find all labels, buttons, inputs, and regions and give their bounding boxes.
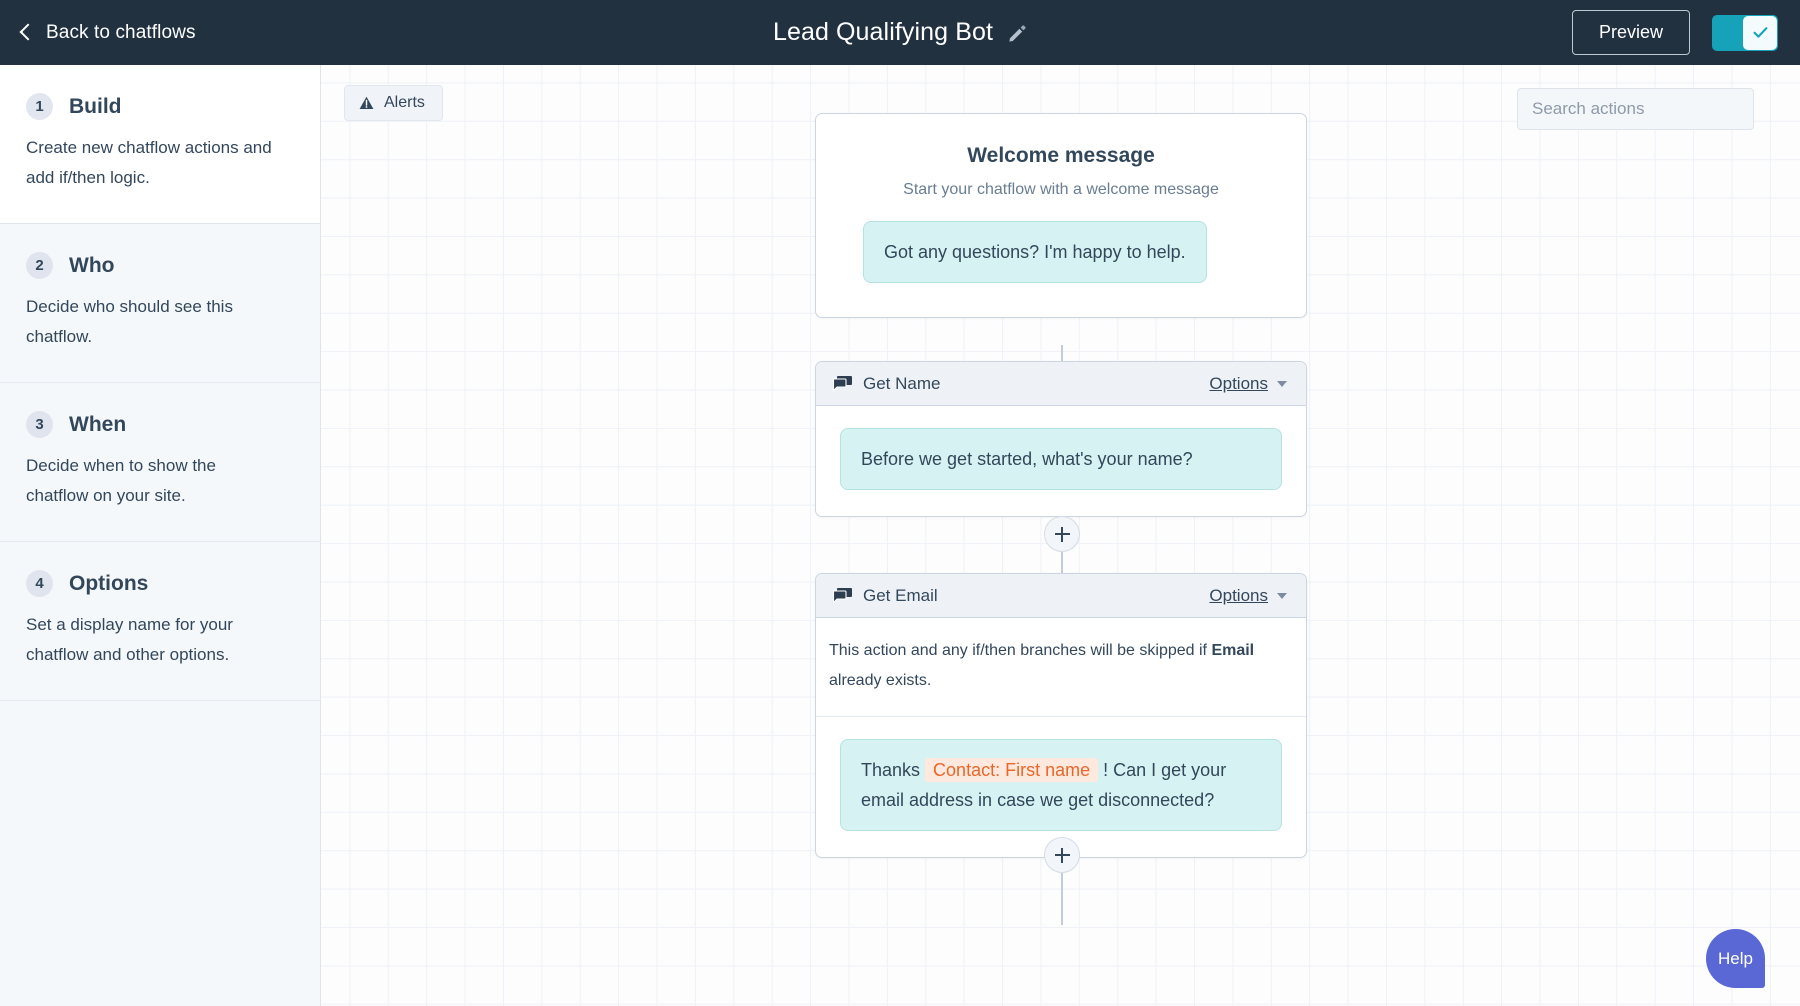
sidebar-item-when[interactable]: 3 When Decide when to show the chatflow …	[0, 383, 320, 542]
step-title: Options	[69, 571, 149, 595]
skip-note-property: Email	[1211, 642, 1255, 659]
step-description: Set a display name for your chatflow and…	[26, 615, 233, 664]
bubble-text-pre: Thanks	[861, 760, 921, 780]
get-email-options-dropdown[interactable]: Options	[1209, 586, 1287, 606]
skip-note-post: already exists.	[829, 672, 932, 689]
step-header: 2 Who	[26, 252, 286, 279]
bubble-text-post: ! Can I get your email address in case w…	[861, 760, 1227, 810]
toggle-knob	[1743, 15, 1777, 50]
options-label: Options	[1209, 373, 1268, 393]
top-bar-actions: Preview	[1571, 10, 1778, 55]
chat-bubbles-icon	[833, 587, 852, 604]
step-number-badge: 2	[26, 252, 53, 279]
step-header: 4 Options	[26, 570, 286, 597]
sidebar-item-options[interactable]: 4 Options Set a display name for your ch…	[0, 542, 320, 701]
welcome-card-subtitle: Start your chatflow with a welcome messa…	[903, 181, 1219, 198]
chat-bubbles-icon	[833, 375, 852, 392]
get-email-card-title: Get Email	[863, 585, 938, 605]
get-name-message-bubble[interactable]: Before we get started, what's your name?	[840, 428, 1282, 490]
get-name-card-header: Get Name Options	[816, 362, 1306, 406]
step-header: 3 When	[26, 411, 286, 438]
step-number-badge: 4	[26, 570, 53, 597]
get-email-card-header: Get Email Options	[816, 574, 1306, 618]
sidebar-item-build[interactable]: 1 Build Create new chatflow actions and …	[0, 65, 320, 224]
get-email-message-bubble[interactable]: Thanks Contact: First name ! Can I get y…	[840, 739, 1282, 831]
card-header-left: Get Name	[833, 374, 940, 394]
get-email-card[interactable]: Get Email Options This action and any if…	[815, 573, 1307, 858]
help-button[interactable]: Help	[1706, 929, 1765, 988]
chevron-left-icon	[19, 23, 37, 41]
step-description: Create new chatflow actions and add if/t…	[26, 138, 272, 187]
title-container: Lead Qualifying Bot	[0, 18, 1800, 47]
warning-triangle-icon	[359, 96, 374, 109]
step-title: Build	[69, 94, 122, 118]
add-action-button-2[interactable]	[1044, 837, 1080, 873]
card-header-left: Get Email	[833, 586, 938, 606]
step-number-badge: 1	[26, 93, 53, 120]
steps-sidebar: 1 Build Create new chatflow actions and …	[0, 65, 321, 1006]
sidebar-item-who[interactable]: 2 Who Decide who should see this chatflo…	[0, 224, 320, 383]
step-number-badge: 3	[26, 411, 53, 438]
check-icon	[1752, 27, 1767, 38]
pencil-edit-icon[interactable]	[1007, 23, 1027, 43]
welcome-message-bubble[interactable]: Got any questions? I'm happy to help.	[863, 221, 1207, 283]
personalization-token[interactable]: Contact: First name	[925, 758, 1099, 782]
top-bar: Back to chatflows Lead Qualifying Bot Pr…	[0, 0, 1800, 65]
get-name-card[interactable]: Get Name Options Before we get started, …	[815, 361, 1307, 517]
get-name-options-dropdown[interactable]: Options	[1209, 374, 1287, 394]
back-to-chatflows-link[interactable]: Back to chatflows	[19, 21, 196, 44]
get-name-card-title: Get Name	[863, 373, 941, 393]
skip-note-pre: This action and any if/then branches wil…	[829, 642, 1212, 659]
alerts-label: Alerts	[384, 94, 425, 111]
chevron-down-icon	[1277, 380, 1287, 387]
step-header: 1 Build	[26, 93, 286, 120]
connector-plus-bottom	[1061, 865, 1063, 925]
step-description: Decide who should see this chatflow.	[26, 297, 233, 346]
search-input[interactable]	[1532, 99, 1753, 119]
get-email-card-body: Thanks Contact: First name ! Can I get y…	[816, 717, 1306, 857]
step-description: Decide when to show the chatflow on your…	[26, 456, 216, 505]
step-title: Who	[69, 253, 115, 277]
chevron-down-icon	[1277, 592, 1287, 599]
alerts-button[interactable]: Alerts	[344, 85, 443, 121]
preview-button[interactable]: Preview	[1571, 10, 1690, 55]
get-name-card-body: Before we get started, what's your name?	[816, 406, 1306, 516]
get-email-skip-note: This action and any if/then branches wil…	[816, 618, 1306, 717]
page-title: Lead Qualifying Bot	[772, 18, 994, 46]
flow-canvas[interactable]: Alerts Welcome message Start your chatfl…	[321, 65, 1800, 1006]
back-to-chatflows-label: Back to chatflows	[46, 21, 196, 43]
welcome-message-card[interactable]: Welcome message Start your chatflow with…	[815, 113, 1307, 318]
chatflow-enabled-toggle[interactable]	[1712, 14, 1778, 51]
search-actions-box[interactable]	[1517, 88, 1754, 130]
step-title: When	[69, 412, 127, 436]
welcome-card-title: Welcome message	[967, 144, 1155, 167]
add-action-button-1[interactable]	[1044, 516, 1080, 552]
connector-plus-to-getemail	[1061, 552, 1063, 590]
options-label: Options	[1209, 585, 1268, 605]
